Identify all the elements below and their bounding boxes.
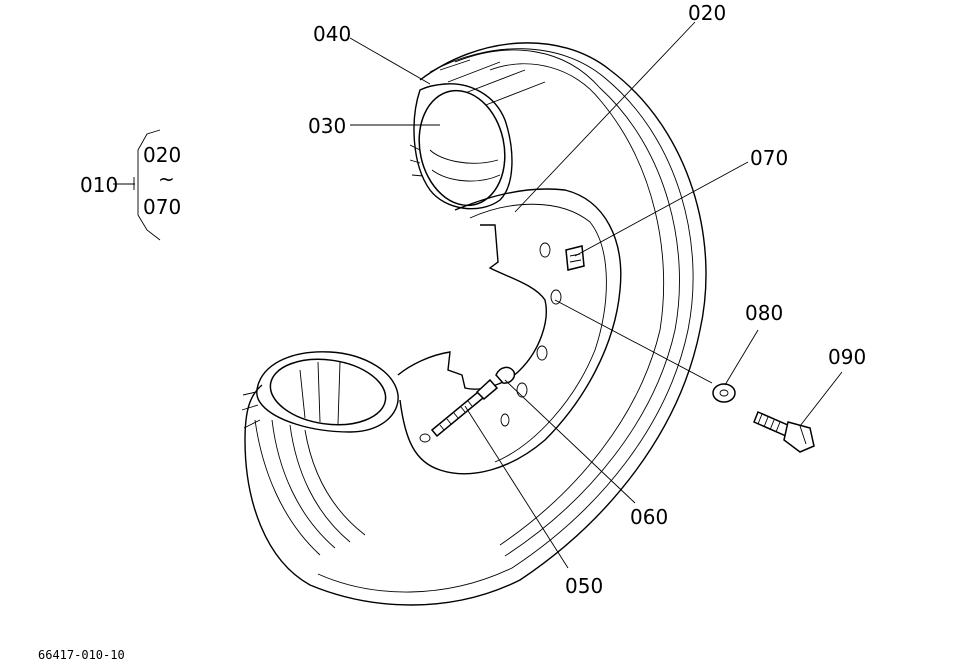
label-plate (565, 245, 585, 271)
callout-080: 080 (745, 301, 783, 325)
bracket-item-070: 070 (143, 195, 181, 219)
callout-010: 010 (80, 173, 118, 197)
callout-040: 040 (313, 22, 351, 46)
bracket-item-020: 020 (143, 143, 181, 167)
callout-060: 060 (630, 505, 668, 529)
bracket-tilde: ~ (158, 167, 175, 191)
callout-090: 090 (828, 345, 866, 369)
inner-tube-top-section (409, 83, 513, 210)
callout-070: 070 (750, 146, 788, 170)
washer (712, 383, 736, 403)
tire (241, 42, 707, 606)
leader-lines (113, 21, 843, 569)
inner-tube-bottom-section (256, 351, 399, 433)
drawing-code: 66417-010-10 (38, 648, 125, 662)
valve-stem (430, 378, 499, 438)
callout-050: 050 (565, 574, 603, 598)
bolt (753, 411, 815, 453)
wheel-rim (397, 188, 622, 475)
callout-030: 030 (308, 114, 346, 138)
assembly-bracket (133, 129, 161, 241)
callout-020: 020 (688, 1, 726, 25)
valve-cap (495, 366, 516, 384)
